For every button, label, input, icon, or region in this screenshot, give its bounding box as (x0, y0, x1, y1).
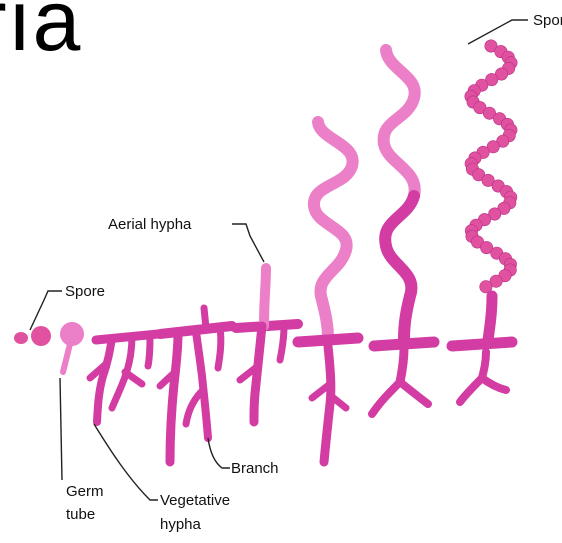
spore-bead (480, 281, 492, 293)
leader-lines (30, 20, 528, 500)
label-spore-top: Spore (533, 12, 562, 29)
leader-spore-left (30, 291, 62, 330)
leader-spore-top (468, 20, 528, 44)
coiled-hypha-light (298, 122, 358, 462)
leader-germ-tube (60, 378, 62, 480)
germinating-spore (60, 322, 84, 372)
spore-large (31, 326, 51, 346)
germ-tube (63, 344, 70, 372)
aerial-hypha (264, 268, 266, 326)
label-aerial-hypha: Aerial hypha (108, 216, 192, 233)
vegetative-mycelium (160, 308, 232, 462)
label-vegetative-line1: Vegetative (160, 492, 230, 509)
label-branch: Branch (231, 460, 279, 477)
coiled-hypha-mature (372, 50, 434, 414)
leader-aerial-hypha (232, 224, 264, 262)
label-germ-tube-line2: tube (66, 506, 95, 523)
label-vegetative-line2: hypha (160, 516, 202, 533)
spore-chain-stage (452, 40, 517, 402)
spore-small (14, 332, 28, 344)
spore-chain (465, 40, 517, 293)
young-mycelium (90, 334, 158, 422)
leader-branch (208, 438, 230, 468)
label-spore-left: Spore (65, 283, 105, 300)
free-spores (14, 326, 51, 346)
leader-vegetative-hypha (94, 424, 158, 500)
aerial-hypha-stage (236, 268, 298, 422)
label-germ-tube-line1: Germ (66, 483, 104, 500)
